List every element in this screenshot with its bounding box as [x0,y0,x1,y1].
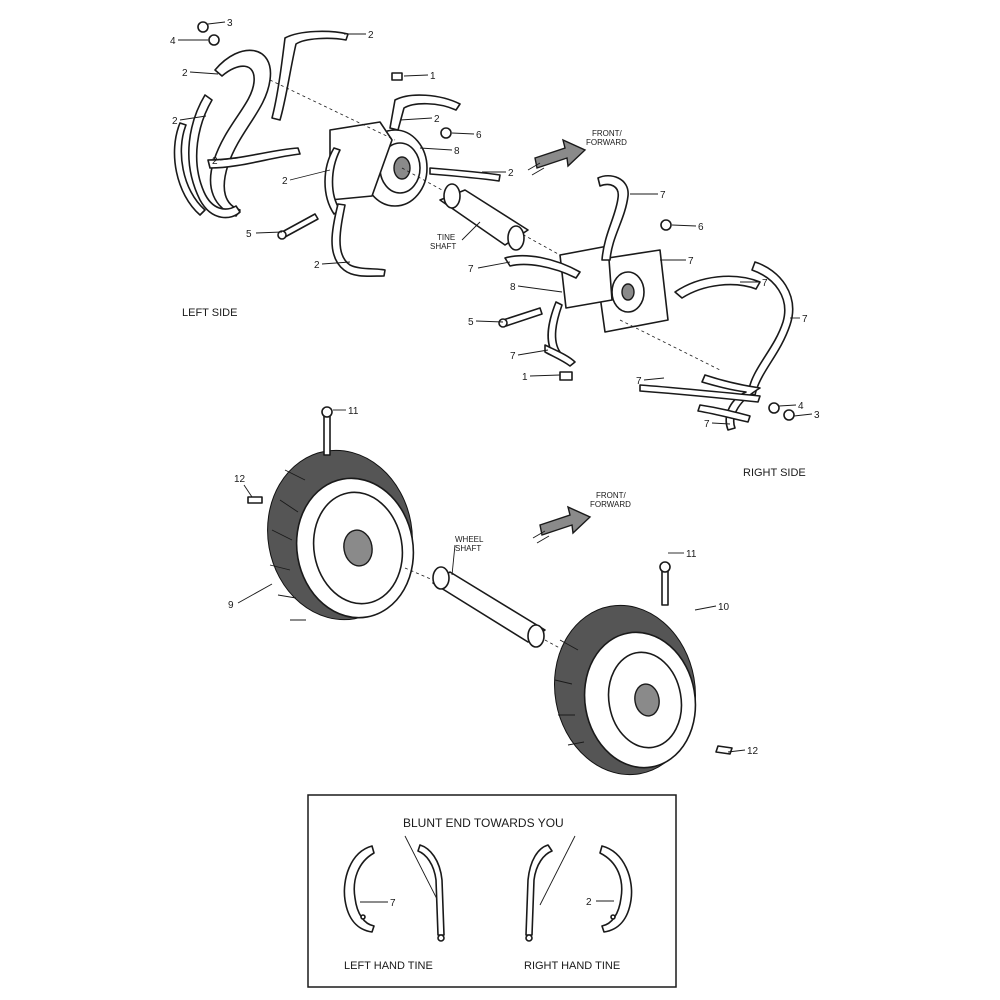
right-hand-tine-edge-view [525,844,553,936]
wheel-shaft-label-line2: SHAFT [455,544,481,553]
callout-1: 1 [522,372,528,383]
left-hand-tine-label: LEFT HAND TINE [344,960,433,972]
callout-11: 11 [348,406,359,417]
callout-7: 7 [688,256,694,267]
callout-6: 6 [698,222,704,233]
front-forward-label-bottom: FRONT/ FORWARD [590,491,631,509]
left-side-label: LEFT SIDE [182,307,237,319]
callout-12: 12 [234,474,246,485]
callout-6: 6 [476,130,482,141]
callout-9: 9 [228,600,234,611]
left-hand-tine-hole [360,914,366,920]
callout-3: 3 [814,410,820,421]
callout-7: 7 [510,351,516,362]
callout-7: 7 [660,190,666,201]
right-hand-tine-bolt [525,934,533,942]
callout-7: 7 [468,264,474,275]
front-forward-label-top-line2: FORWARD [586,138,627,147]
callout-12: 12 [747,746,759,757]
left-hand-tine-side-view [343,845,375,933]
callout-2: 2 [434,114,440,125]
callout-5: 5 [468,317,474,328]
left-tine-assembly [173,30,561,278]
callout-1: 1 [430,71,436,82]
right-hand-tine-hole [610,914,616,920]
callout-7: 7 [636,376,642,387]
callout-10: 10 [718,602,730,613]
right-hand-tine-label: RIGHT HAND TINE [524,960,620,972]
wheel-shaft [404,544,601,671]
front-forward-label-top-line1: FRONT/ [592,129,623,138]
wheel-shaft-label-line1: WHEEL [455,535,484,544]
wheel-shaft-label: WHEEL SHAFT [455,535,485,553]
callout-4: 4 [170,36,176,47]
left-hand-tine-edge-view [417,844,445,936]
tine-shaft-label-line2: SHAFT [430,242,456,251]
front-forward-label-bottom-line2: FORWARD [590,500,631,509]
tine-shaft-label: TINE SHAFT [430,233,457,251]
front-forward-label-top: FRONT/ FORWARD [586,129,627,147]
callout-2: 2 [172,116,178,127]
section-labels: LEFT SIDE RIGHT SIDE FRONT/ FORWARD FRON… [182,129,806,553]
right-side-label: RIGHT SIDE [743,467,806,479]
right-tine-assembly [504,174,794,431]
callout-2: 2 [212,156,218,167]
hardware [197,21,795,421]
callout-7: 7 [762,278,768,289]
tine-orientation-inset: BLUNT END TOWARDS YOU 7 2 LEFT HAND TINE… [307,794,677,988]
callout-4: 4 [798,401,804,412]
blunt-end-label: BLUNT END TOWARDS YOU [403,816,564,830]
callout-7: 7 [802,314,808,325]
callout-8: 8 [454,146,460,157]
tine-shaft-label-line1: TINE [437,233,455,242]
left-hand-tine-bolt [437,934,445,942]
blunt-end-leader-left [404,835,441,906]
left-wheel [267,449,415,621]
front-forward-arrow-top [527,138,587,176]
blunt-end-leader-right [539,835,576,906]
callout-8: 8 [510,282,516,293]
callout-2: 2 [182,68,188,79]
tine-shaft [439,183,529,251]
right-hand-tine-side-view [599,845,633,933]
callout-7: 7 [704,419,710,430]
right-wheel [554,604,697,776]
inset-frame [307,794,677,988]
callout-2: 2 [508,168,514,179]
callout-2: 2 [282,176,288,187]
callout-numbers: 3 4 2 2 1 2 2 6 8 2 2 2 5 2 7 6 7 7 8 7 … [170,18,820,757]
callout-leaders [178,21,813,753]
inset-callout-7: 7 [390,898,396,909]
front-forward-label-bottom-line1: FRONT/ [596,491,627,500]
callout-2: 2 [314,260,320,271]
inset-callout-2: 2 [586,897,592,908]
callout-3: 3 [227,18,233,29]
callout-2: 2 [368,30,374,41]
callout-11: 11 [686,549,697,560]
callout-5: 5 [246,229,252,240]
front-forward-arrow-bottom [532,505,592,544]
